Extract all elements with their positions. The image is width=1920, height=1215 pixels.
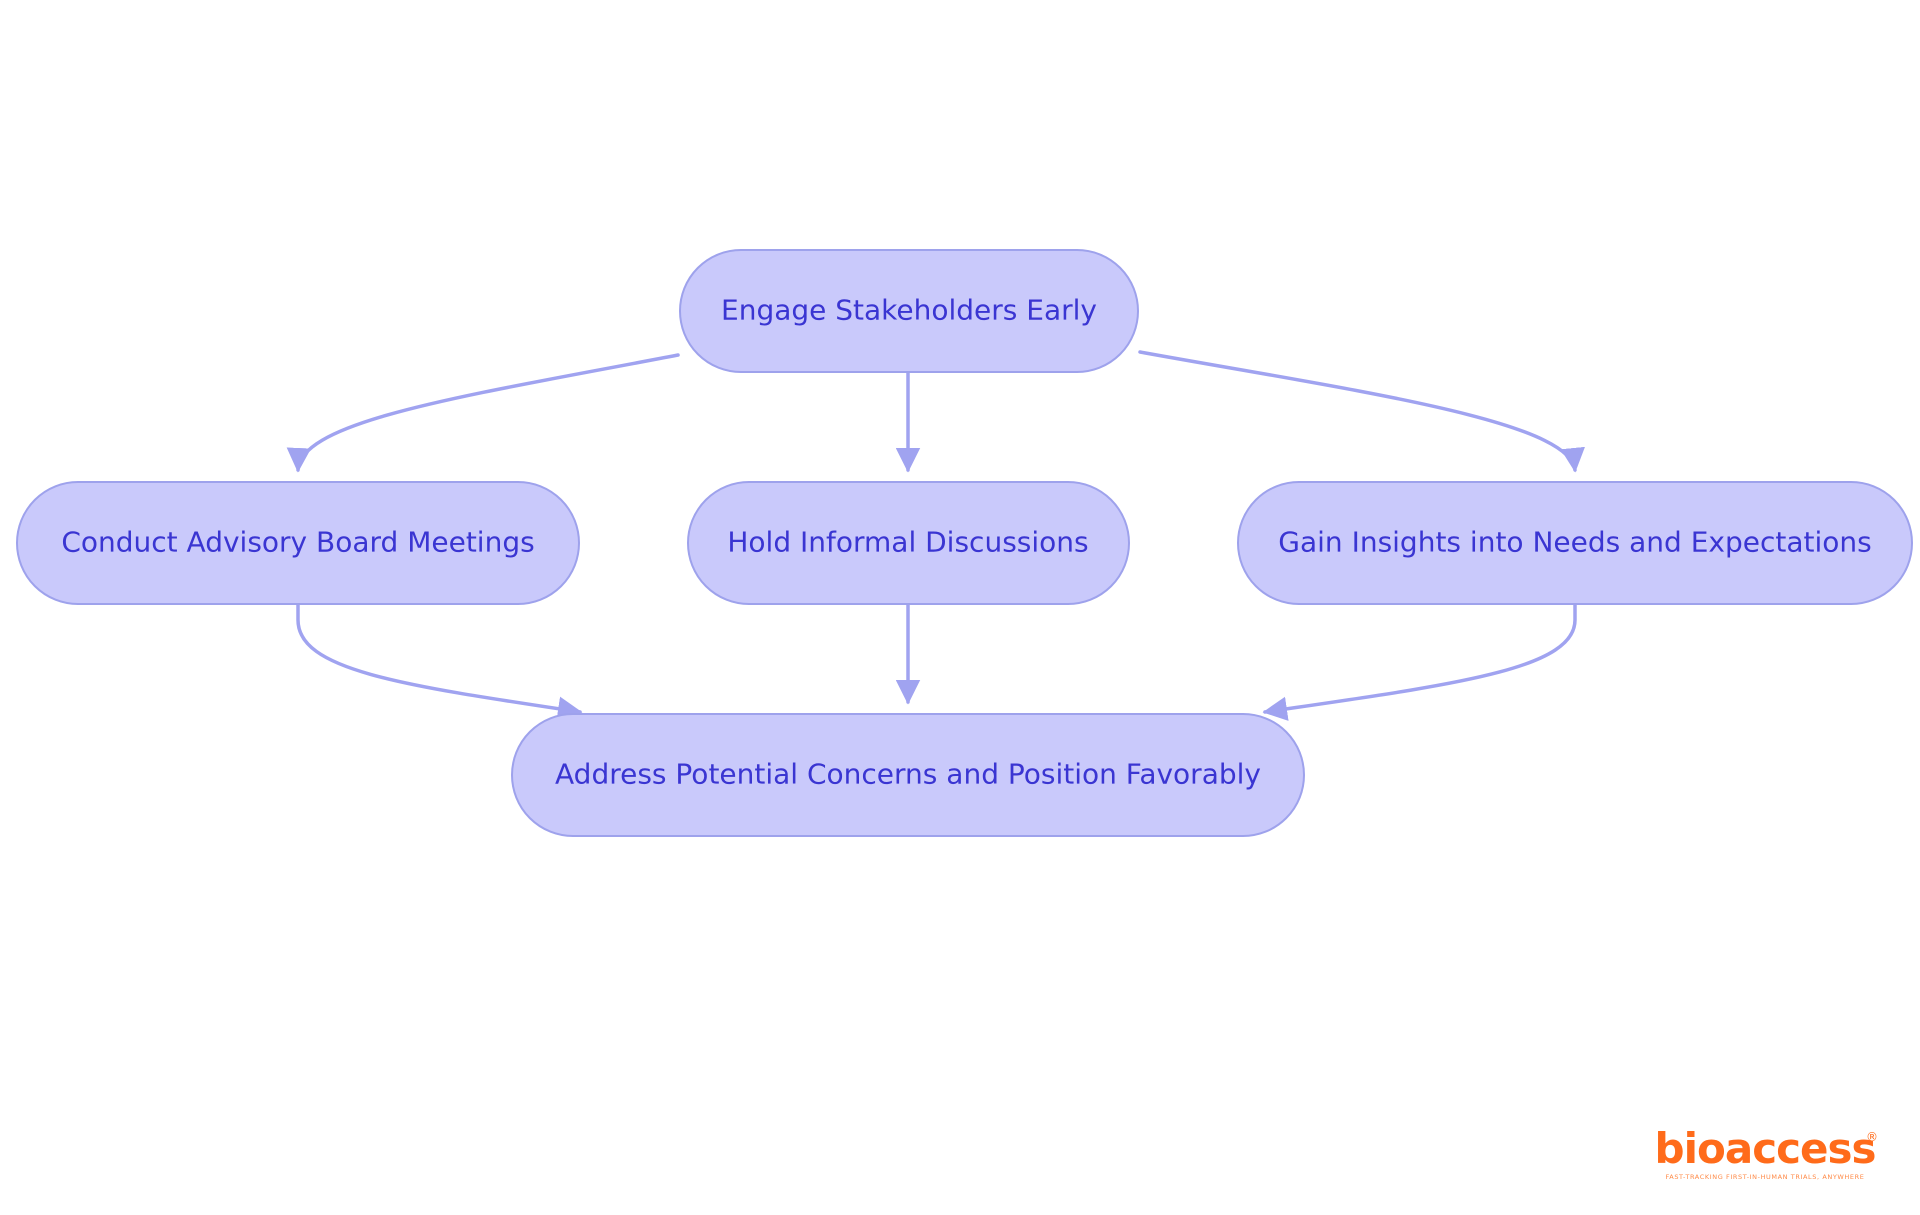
node-label: Gain Insights into Needs and Expectation…	[1278, 526, 1871, 559]
node-engage-stakeholders: Engage Stakeholders Early	[679, 249, 1139, 373]
edge-advisory-to-address	[296, 602, 583, 721]
node-label: Conduct Advisory Board Meetings	[61, 526, 534, 559]
bioaccess-logo: bioaccess ® FAST-TRACKING FIRST-IN-HUMAN…	[1650, 1124, 1880, 1182]
node-label: Address Potential Concerns and Position …	[555, 758, 1261, 791]
node-informal-discussions: Hold Informal Discussions	[687, 481, 1130, 605]
node-gain-insights: Gain Insights into Needs and Expectation…	[1237, 481, 1913, 605]
registered-mark: ®	[1866, 1130, 1878, 1144]
node-advisory-board: Conduct Advisory Board Meetings	[16, 481, 580, 605]
node-label: Hold Informal Discussions	[727, 526, 1088, 559]
node-label: Engage Stakeholders Early	[721, 294, 1097, 327]
logo-tagline: FAST-TRACKING FIRST-IN-HUMAN TRIALS, ANY…	[1665, 1173, 1865, 1181]
edge-engage-to-advisory	[286, 353, 680, 473]
edge-insights-to-address	[1262, 602, 1577, 721]
logo-wordmark: bioaccess	[1654, 1124, 1877, 1173]
node-address-concerns: Address Potential Concerns and Position …	[511, 713, 1305, 837]
edge-engage-to-insights	[1138, 350, 1585, 473]
